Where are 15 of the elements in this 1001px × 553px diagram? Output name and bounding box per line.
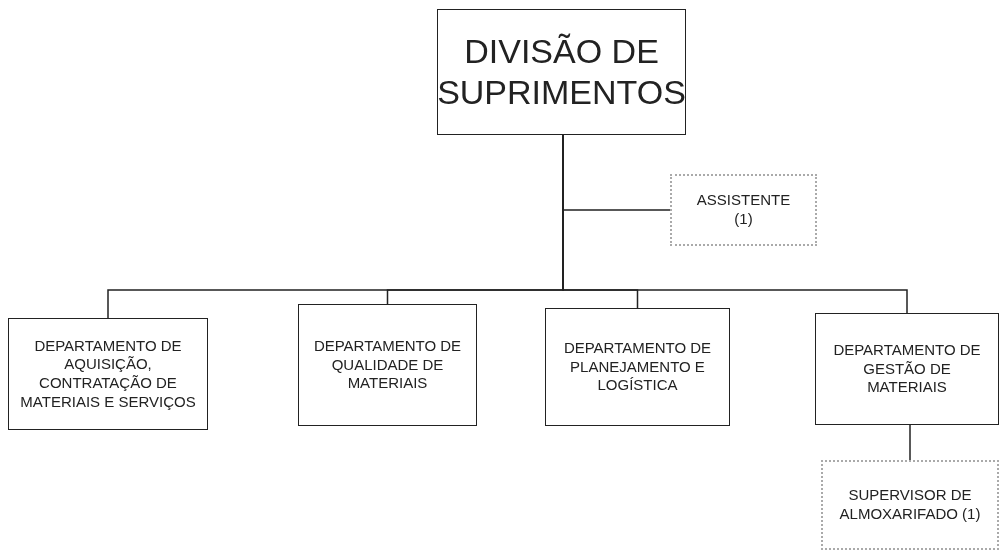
connector-line bbox=[909, 424, 911, 461]
node-label: DEPARTAMENTO DE GESTÃO DE MATERIAIS bbox=[832, 340, 982, 398]
staff-box bbox=[670, 174, 817, 246]
division-box bbox=[437, 9, 686, 135]
node-label: SUPERVISOR DE ALMOXARIFADO (1) bbox=[838, 486, 982, 524]
department-box bbox=[815, 313, 999, 425]
node-label: DEPARTAMENTO DE QUALIDADE DE MATERIAIS bbox=[312, 336, 463, 394]
staff-box bbox=[821, 460, 999, 550]
node-label: ASSISTENTE (1) bbox=[695, 191, 792, 229]
department-box bbox=[8, 318, 208, 430]
department-box bbox=[545, 308, 730, 426]
node-label: DIVISÃO DE SUPRIMENTOS bbox=[437, 31, 686, 113]
department-box bbox=[298, 304, 477, 426]
node-label: DEPARTAMENTO DE PLANEJAMENTO E LOGÍSTICA bbox=[562, 338, 713, 396]
node-label: DEPARTAMENTO DE AQUISIÇÃO, CONTRATAÇÃO DE MATERIAIS E SERVIÇOS bbox=[19, 336, 197, 412]
